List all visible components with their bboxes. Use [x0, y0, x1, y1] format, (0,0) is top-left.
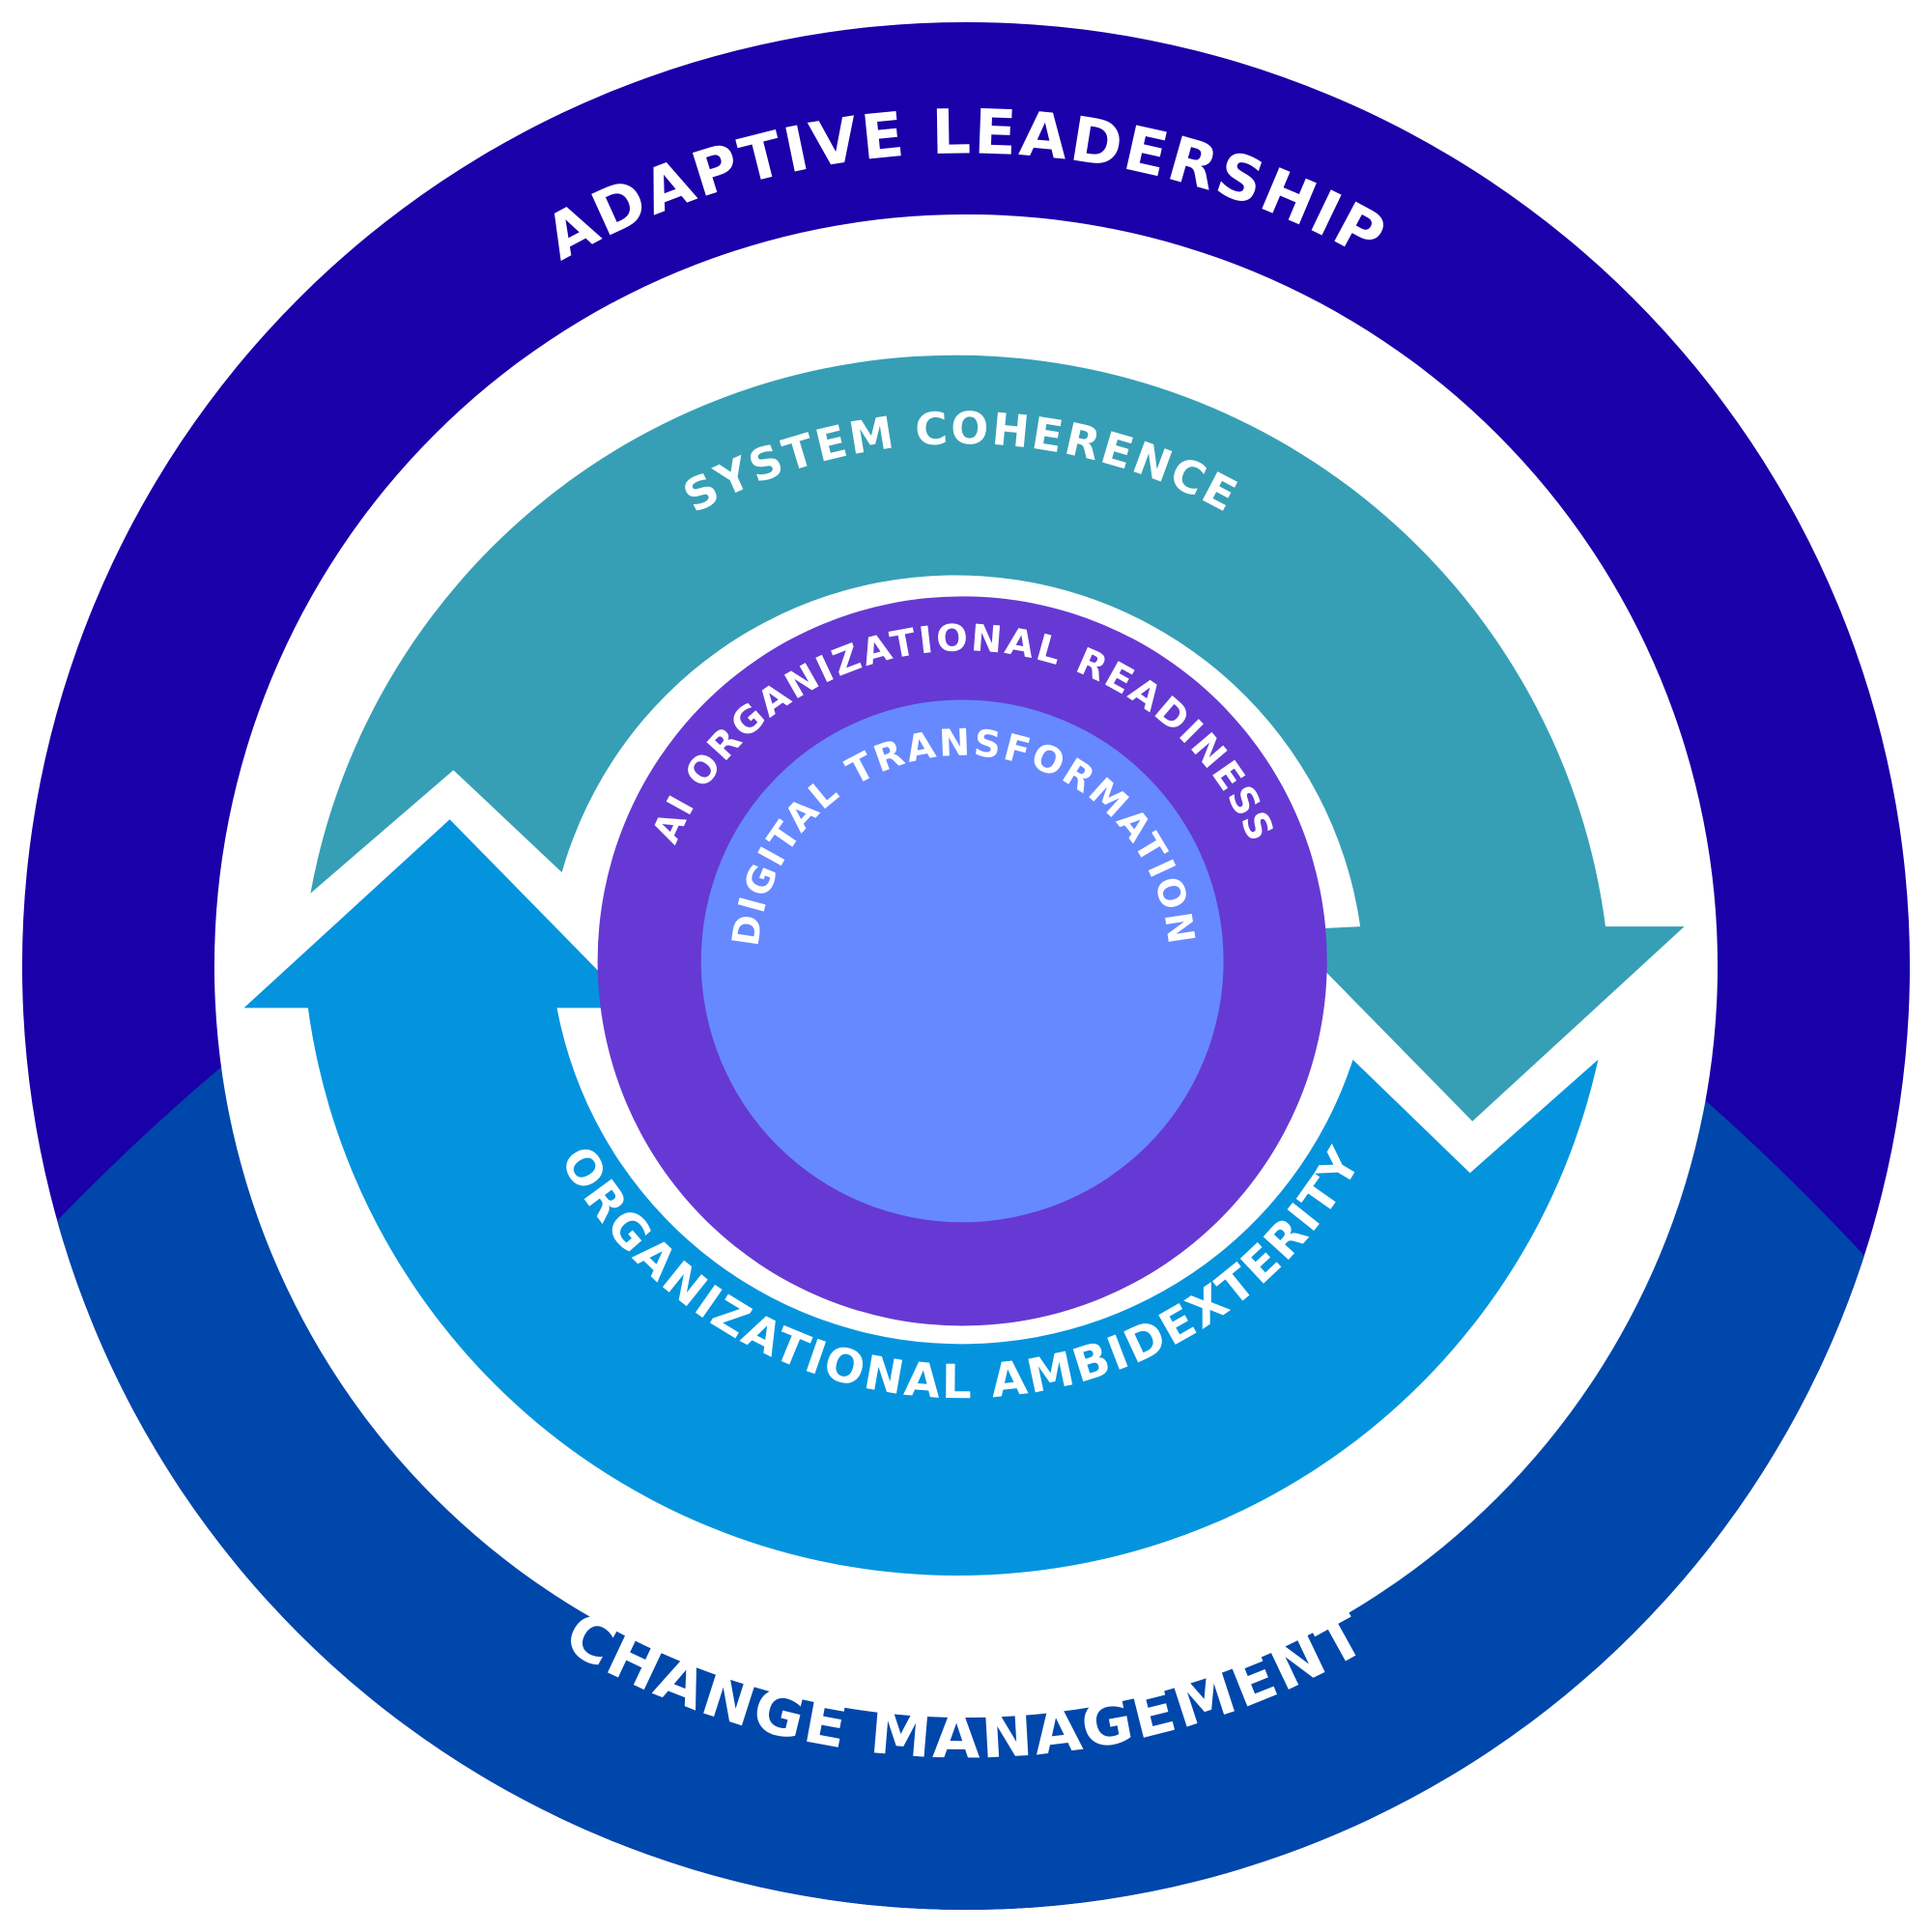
system-coherence-arrow	[310, 355, 1685, 1122]
organizational-ambidexterity-arrow	[243, 819, 1599, 1577]
digital-transformation-circle	[700, 699, 1224, 1223]
